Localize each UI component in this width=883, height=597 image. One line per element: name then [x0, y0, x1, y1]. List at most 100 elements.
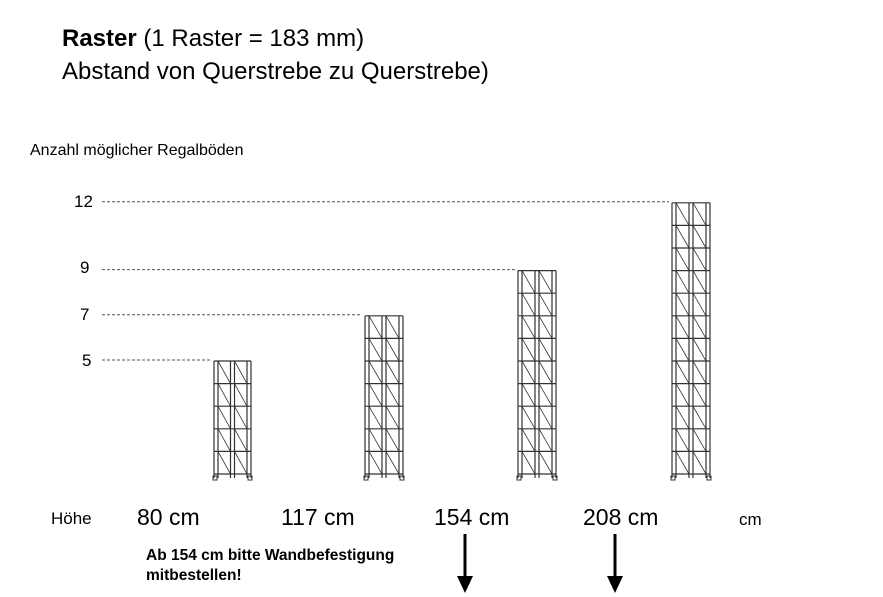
- panel-brace: [521, 451, 536, 475]
- panel-brace: [692, 428, 707, 452]
- grid-panel-12: [670, 202, 712, 481]
- panel-brace: [385, 360, 400, 384]
- shelf-count-label: Anzahl möglicher Regalböden: [30, 142, 244, 159]
- panel-brace: [538, 406, 553, 429]
- panel-brace: [368, 383, 383, 407]
- title-bold: Raster: [62, 25, 137, 52]
- panel-brace: [385, 428, 400, 452]
- panel-brace: [538, 270, 553, 294]
- down-arrow-icon: [457, 534, 473, 593]
- panel-foot: [706, 475, 712, 481]
- panel-foot: [552, 475, 558, 481]
- panel-brace: [692, 270, 707, 294]
- panel-brace: [692, 247, 707, 271]
- height-80: 80 cm: [137, 504, 200, 530]
- panel-brace: [217, 406, 231, 429]
- panel-brace: [538, 315, 553, 339]
- panel-foot: [670, 475, 676, 481]
- wall-mount-note-line1: Ab 154 cm bitte Wandbefestigung: [146, 547, 395, 564]
- height-117: 117 cm: [281, 504, 355, 530]
- panel-brace: [385, 406, 400, 429]
- panel-brace: [385, 338, 400, 362]
- panel-brace: [234, 383, 248, 407]
- panel-brace: [538, 383, 553, 407]
- height-label: Höhe: [51, 509, 92, 528]
- shelf-count-5: 5: [82, 351, 92, 370]
- panel-brace: [521, 406, 536, 429]
- shelf-count-12: 12: [74, 192, 93, 211]
- wall-mount-note-line2: mitbestellen!: [146, 567, 242, 584]
- panel-brace: [521, 270, 536, 294]
- panel-brace: [675, 383, 690, 407]
- down-arrow-icon: [607, 534, 623, 593]
- panel-brace: [692, 451, 707, 475]
- panel-brace: [538, 428, 553, 452]
- panel-brace: [521, 315, 536, 339]
- panel-brace: [385, 383, 400, 407]
- panel-brace: [675, 270, 690, 294]
- panel-brace: [368, 406, 383, 429]
- panel-brace: [675, 247, 690, 271]
- panel-foot: [399, 475, 405, 481]
- panel-brace: [538, 451, 553, 475]
- panel-brace: [692, 315, 707, 339]
- panel-brace: [368, 360, 383, 384]
- panel-brace: [368, 428, 383, 452]
- panel-brace: [521, 428, 536, 452]
- arrow-head: [607, 576, 623, 593]
- arrow-head: [457, 576, 473, 593]
- panel-brace: [368, 451, 383, 475]
- shelf-count-9: 9: [80, 258, 90, 277]
- panel-brace: [675, 451, 690, 475]
- panel-brace: [675, 225, 690, 249]
- panel-brace: [521, 338, 536, 362]
- panel-brace: [385, 315, 400, 339]
- panel-brace: [368, 315, 383, 339]
- panel-brace: [217, 383, 231, 407]
- panel-brace: [234, 406, 248, 429]
- panel-brace: [675, 315, 690, 339]
- grid-panels: [212, 202, 712, 481]
- panel-brace: [675, 202, 690, 226]
- panel-foot: [212, 475, 218, 481]
- panel-brace: [538, 293, 553, 316]
- panel-brace: [675, 360, 690, 384]
- title-rest: (1 Raster = 183 mm): [136, 25, 365, 52]
- panel-brace: [234, 428, 248, 452]
- panel-brace: [692, 360, 707, 384]
- panel-brace: [521, 383, 536, 407]
- grid-panel-5: [212, 360, 253, 481]
- panel-brace: [692, 225, 707, 249]
- panel-brace: [217, 451, 231, 475]
- panel-brace: [675, 338, 690, 362]
- panel-brace: [675, 406, 690, 429]
- panel-brace: [234, 451, 248, 475]
- panel-brace: [217, 360, 231, 384]
- subtitle: Abstand von Querstrebe zu Querstrebe): [62, 58, 489, 85]
- panel-brace: [675, 428, 690, 452]
- panel-brace: [521, 293, 536, 316]
- panel-brace: [692, 293, 707, 316]
- unit-label: cm: [739, 510, 762, 529]
- height-154: 154 cm: [434, 504, 510, 530]
- height-208: 208 cm: [583, 504, 659, 530]
- panel-brace: [217, 428, 231, 452]
- guide-lines: [102, 201, 669, 361]
- panel-brace: [538, 338, 553, 362]
- panel-foot: [516, 475, 522, 481]
- panel-brace: [675, 293, 690, 316]
- panel-brace: [692, 406, 707, 429]
- panel-foot: [363, 475, 369, 481]
- grid-panel-9: [516, 270, 558, 481]
- panel-brace: [692, 202, 707, 226]
- panel-brace: [692, 338, 707, 362]
- panel-brace: [385, 451, 400, 475]
- panel-foot: [247, 475, 253, 481]
- title: Raster (1 Raster = 183 mm): [62, 24, 364, 54]
- panel-brace: [521, 360, 536, 384]
- wall-mount-note: Ab 154 cm bitte Wandbefestigung mitbeste…: [146, 546, 394, 586]
- panel-brace: [234, 360, 248, 384]
- panel-brace: [538, 360, 553, 384]
- grid-panel-7: [363, 315, 405, 481]
